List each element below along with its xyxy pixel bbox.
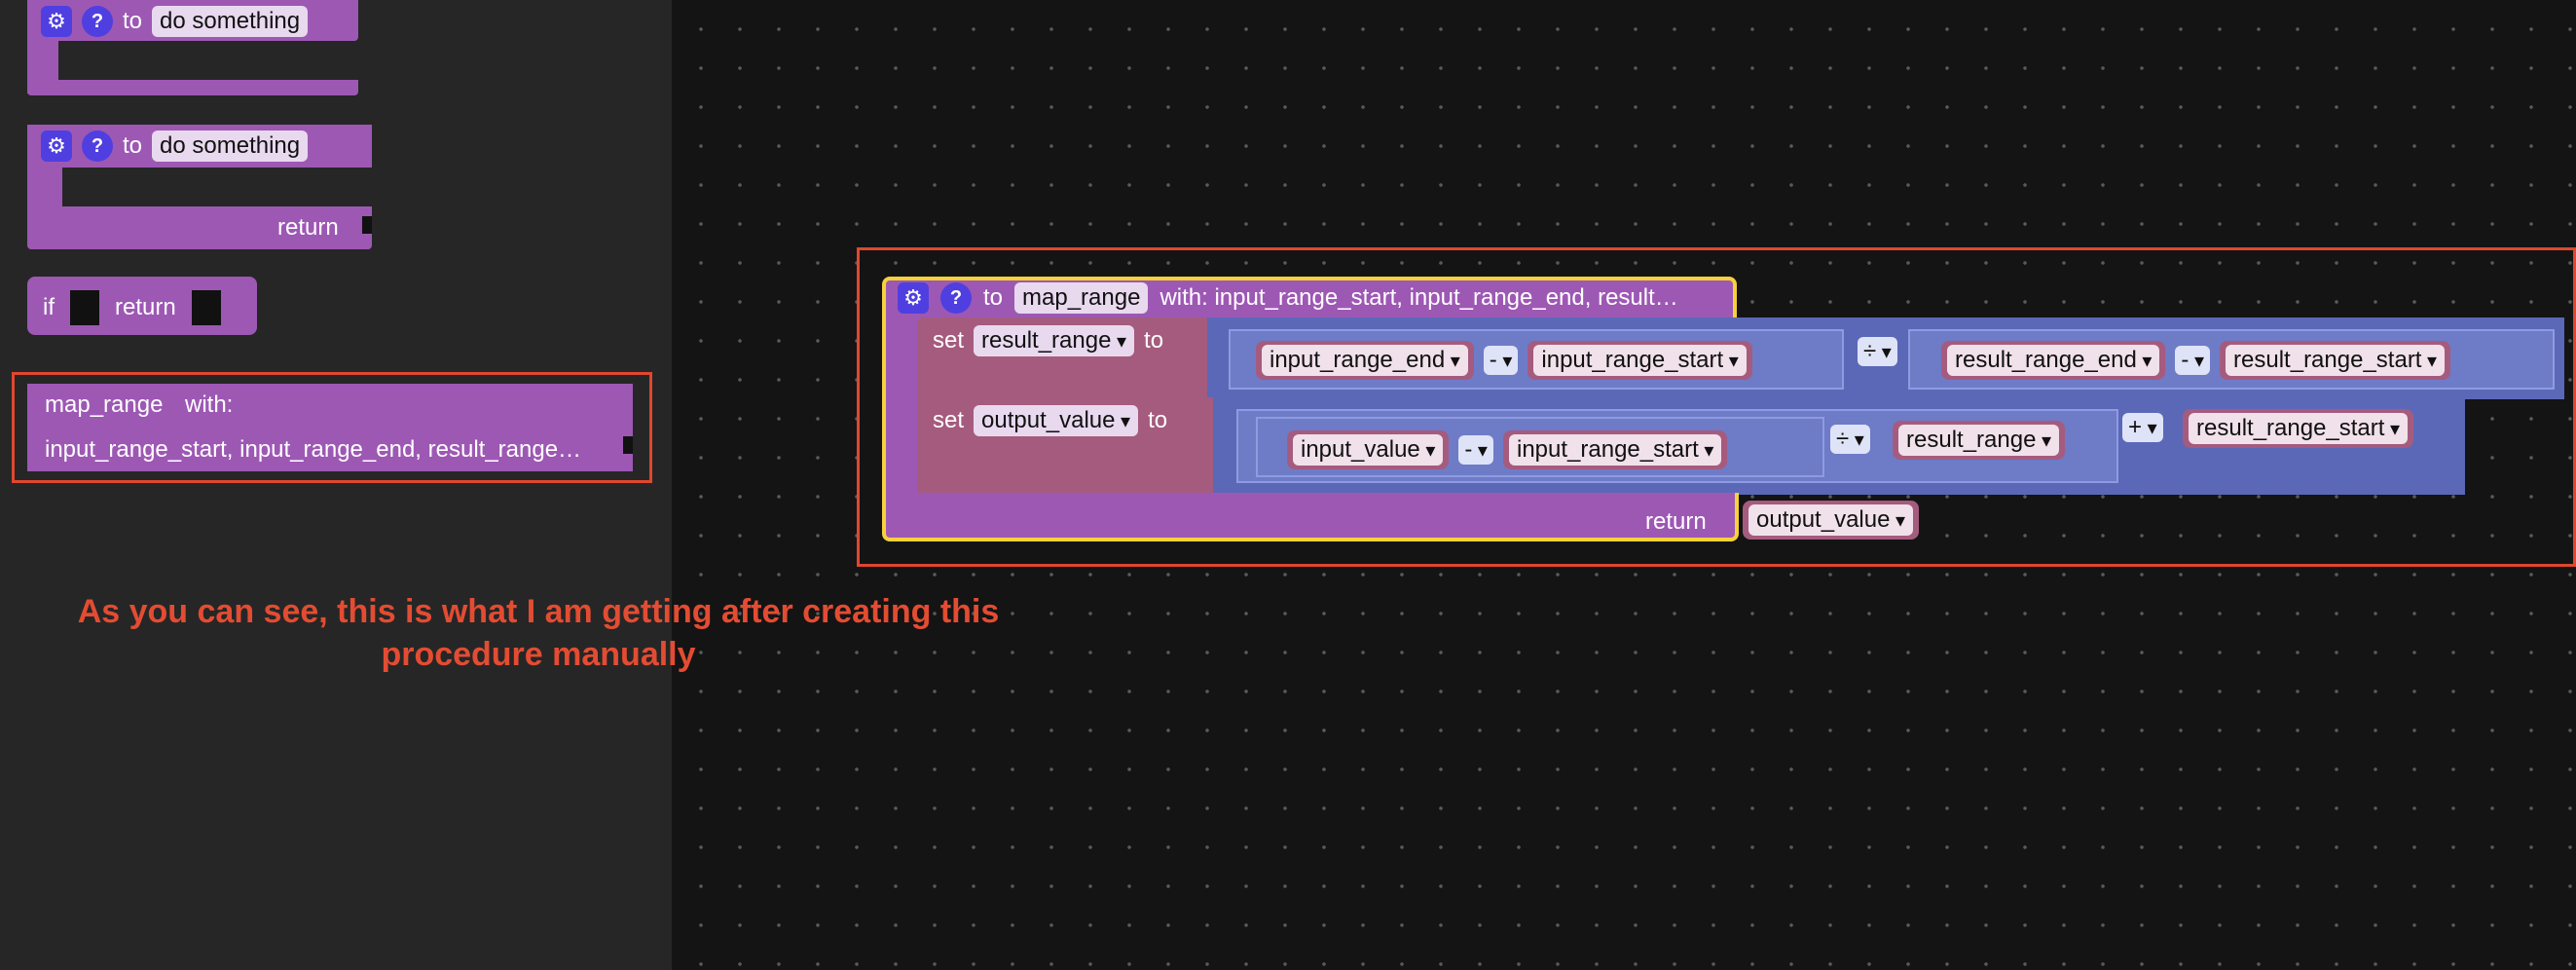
value-input-socket [362, 216, 372, 234]
return-label: return [1645, 508, 1707, 535]
definition-header: ⚙ ? to map_range with: input_range_start… [898, 282, 1678, 314]
gear-icon[interactable]: ⚙ [898, 282, 929, 314]
variable-block[interactable]: result_range_start [2183, 409, 2414, 448]
expression-row: input_range_end - input_range_start [1256, 341, 1752, 380]
value-socket[interactable] [191, 290, 221, 325]
variable-dropdown[interactable]: input_range_start [1508, 434, 1722, 466]
variable-block[interactable]: input_range_end [1256, 341, 1474, 380]
variable-dropdown[interactable]: input_value [1293, 434, 1444, 466]
operator-dropdown[interactable]: - [1483, 346, 1519, 375]
to-label: to [1148, 407, 1168, 433]
return-label: return [277, 214, 339, 241]
gear-icon[interactable]: ⚙ [41, 6, 72, 37]
procedure-name-field[interactable]: map_range [1014, 282, 1149, 314]
with-params-label: with: input_range_start, input_range_end… [1159, 284, 1678, 311]
variable-block[interactable]: input_range_start [1502, 430, 1728, 469]
set-header: set output_value to [933, 405, 1167, 436]
if-label: if [43, 294, 55, 320]
call-title: map_range [45, 392, 164, 418]
variable-dropdown[interactable]: result_range_end [1947, 345, 2160, 376]
operator-dropdown[interactable]: ÷ [1830, 425, 1870, 454]
to-label: to [983, 284, 1004, 311]
variable-block[interactable]: result_range [1893, 421, 2066, 460]
help-icon[interactable]: ? [940, 282, 972, 314]
operator-dropdown[interactable]: + [2122, 413, 2163, 442]
variable-dropdown[interactable]: input_range_start [1533, 345, 1747, 376]
set-header: set result_range to [933, 325, 1163, 356]
variable-block[interactable]: result_range_start [2220, 341, 2451, 380]
variable-dropdown[interactable]: output_value [974, 405, 1139, 436]
to-label: to [1144, 327, 1164, 354]
block-header: ⚙ ? to do something [41, 6, 309, 37]
variable-block[interactable]: input_value [1287, 430, 1450, 469]
operator-dropdown[interactable]: - [2175, 346, 2211, 375]
block-c-shape [882, 317, 921, 499]
variable-dropdown[interactable]: input_range_end [1262, 345, 1468, 376]
operator-dropdown[interactable]: ÷ [1858, 337, 1897, 366]
block-bottom-bar [27, 80, 358, 95]
to-label: to [123, 8, 143, 34]
variable-dropdown[interactable]: result_range_start [2189, 413, 2409, 444]
block-content: if return [43, 290, 221, 325]
annotation-text: As you can see, this is what I am gettin… [77, 593, 1000, 673]
expression-row: result_range_end - result_range_start [1941, 341, 2451, 380]
block-bottom-bar [27, 206, 372, 249]
highlight-box [857, 247, 2576, 567]
to-label: to [123, 132, 143, 159]
highlight-box [12, 372, 652, 483]
gear-icon[interactable]: ⚙ [41, 131, 72, 162]
return-label: return [115, 294, 176, 320]
expression-row: input_value - input_range_start [1287, 430, 1728, 469]
help-icon[interactable]: ? [82, 6, 113, 37]
variable-dropdown[interactable]: result_range_start [2226, 345, 2446, 376]
with-label: with: [185, 392, 234, 418]
output-connector [623, 436, 633, 454]
set-label: set [933, 407, 965, 433]
procedure-name-field[interactable]: do something [152, 131, 309, 162]
condition-socket[interactable] [70, 290, 99, 325]
return-variable-block[interactable]: output_value [1743, 501, 1920, 540]
variable-block[interactable]: result_range_end [1941, 341, 2166, 380]
variable-block[interactable]: input_range_start [1527, 341, 1752, 380]
variable-dropdown[interactable]: result_range [1898, 425, 2060, 456]
block-header: ⚙ ? to do something [41, 131, 309, 162]
set-label: set [933, 327, 965, 354]
map-range-call-block[interactable] [27, 384, 633, 471]
variable-dropdown[interactable]: output_value [1748, 504, 1914, 536]
help-icon[interactable]: ? [82, 131, 113, 162]
variable-dropdown[interactable]: result_range [974, 325, 1135, 356]
operator-dropdown[interactable]: - [1458, 435, 1493, 465]
definition-return-bar[interactable] [882, 493, 1739, 541]
toolbox-flyout: ⚙ ? to do something ⚙ ? to do something … [0, 0, 672, 970]
procedure-name-field[interactable]: do something [152, 6, 309, 37]
params-label: input_range_start, input_range_end, resu… [45, 436, 582, 463]
